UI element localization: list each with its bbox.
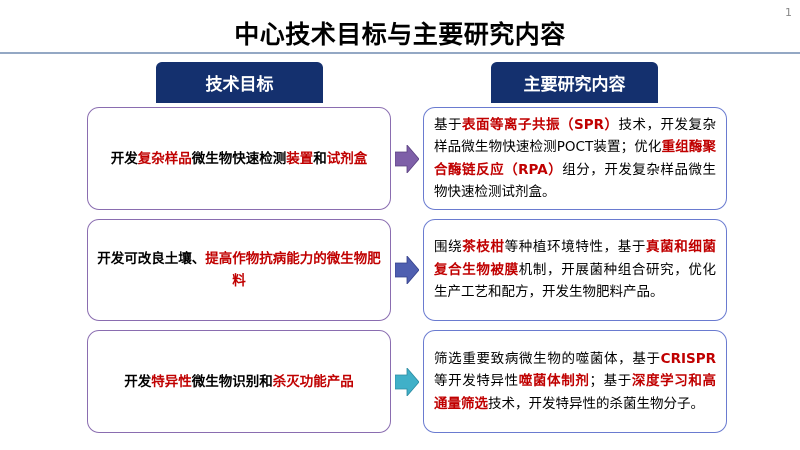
highlight-text: 深度学习和高通量筛选 <box>434 373 717 412</box>
text-segment: 技术，开发特异性的杀菌生物分子。 <box>488 395 704 412</box>
right-arrow-icon <box>395 368 419 396</box>
highlight-text: CRISPR <box>660 350 716 367</box>
text-segment: 开发 <box>124 373 152 390</box>
highlight-text: 试剂盒 <box>326 150 368 167</box>
text-segment: 微生物识别和 <box>191 373 273 390</box>
right-arrow-icon <box>395 145 419 173</box>
text-segment: 围绕 <box>434 239 463 256</box>
text-segment: 基于 <box>434 116 462 133</box>
text-segment: 开发可改良土壤、 <box>97 251 206 267</box>
highlight-text: 噬菌体制剂 <box>518 373 590 390</box>
page-number: 1 <box>785 6 792 19</box>
text-segment: 开发 <box>110 150 138 167</box>
highlight-text: 杀灭功能产品 <box>272 373 354 390</box>
highlight-text: 表面等离子共振（SPR） <box>462 116 619 133</box>
highlight-text: 特异性 <box>151 373 192 390</box>
title-divider <box>0 52 800 54</box>
text-segment: 等种植环境特性，基于 <box>504 239 646 256</box>
text-segment: 微生物快速检测 <box>191 150 287 167</box>
text-segment: 技术，开发复杂样品微生物快速检测POCT装置；优化 <box>434 116 717 156</box>
goal-box: 开发特异性微生物识别和杀灭功能产品 <box>87 330 391 433</box>
content-box: 筛选重要致病微生物的噬菌体，基于CRISPR 等开发特异性噬菌体制剂；基于深度学习… <box>423 330 727 433</box>
text-segment: 等开发特异性 <box>434 373 519 390</box>
text-segment: 筛选重要致病微生物的噬菌体，基于 <box>434 350 661 367</box>
highlight-text: 重组酶聚合酶链反应（RPA） <box>434 139 716 178</box>
text-segment: 组分，开发复杂样品微生物快速检测试剂盒。 <box>434 161 717 201</box>
highlight-text: 装置 <box>286 150 314 167</box>
highlight-text: 提高作物抗病能力的微生物肥料 <box>205 251 381 289</box>
content-box: 基于表面等离子共振（SPR）技术，开发复杂样品微生物快速检测POCT装置；优化重… <box>423 107 727 210</box>
page-title: 中心技术目标与主要研究内容 <box>234 20 566 49</box>
highlight-text: 茶枝柑 <box>462 239 505 256</box>
goal-box: 开发复杂样品微生物快速检测装置和试剂盒 <box>87 107 391 210</box>
goal-box: 开发可改良土壤、提高作物抗病能力的微生物肥料 <box>87 219 391 321</box>
highlight-text: 真菌和细菌复合生物被膜 <box>434 239 717 278</box>
highlight-text: 复杂样品 <box>137 150 192 167</box>
header-research-content: 主要研究内容 <box>491 62 658 103</box>
right-arrow-icon <box>395 256 419 284</box>
text-segment: ；基于 <box>589 373 632 390</box>
content-box: 围绕茶枝柑等种植环境特性，基于真菌和细菌复合生物被膜机制，开展菌种组合研究，优化… <box>423 219 727 321</box>
text-segment: 机制，开展菌种组合研究，优化生产工艺和配方，开发生物肥料产品。 <box>434 261 717 301</box>
header-tech-goals: 技术目标 <box>156 62 323 103</box>
text-segment: 和 <box>313 150 327 167</box>
